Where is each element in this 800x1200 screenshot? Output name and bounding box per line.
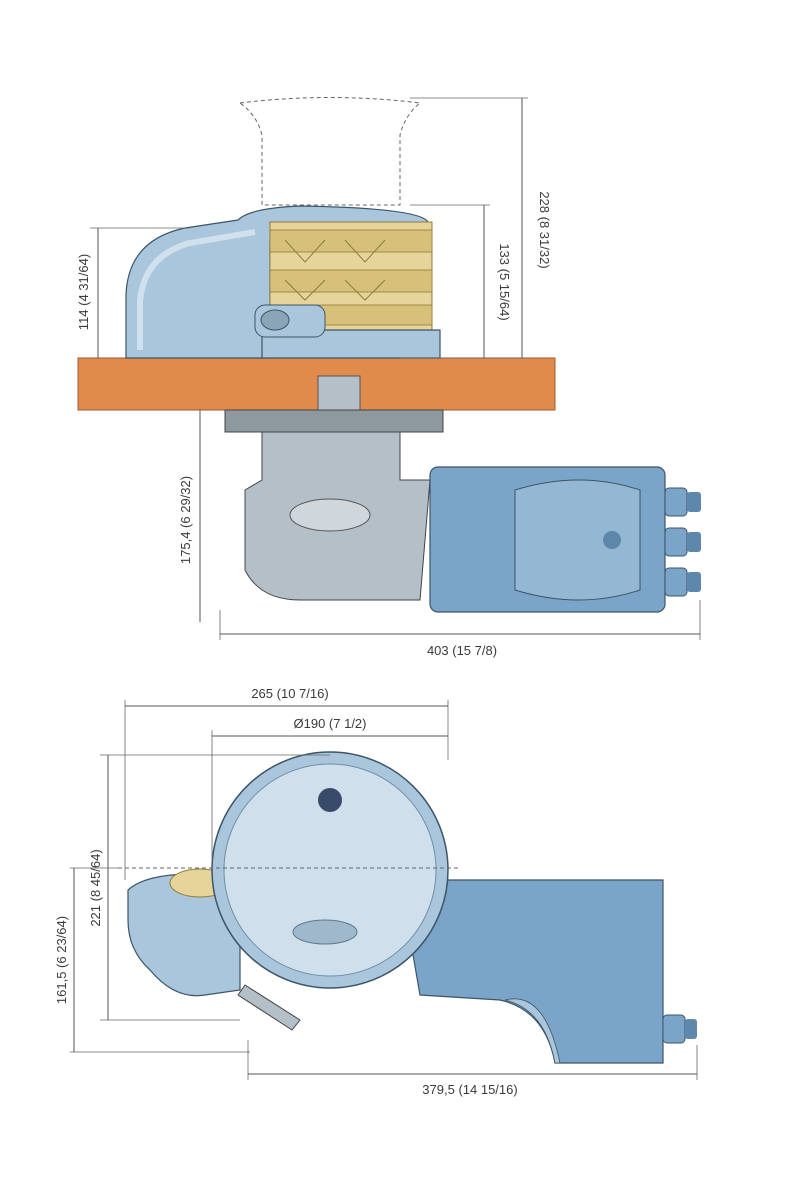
cable-glands [664,487,701,597]
dim-cover-height: 114 (4 31/64) [76,254,91,330]
clutch-lever [237,984,301,1031]
cable-gland-top [662,1014,686,1044]
dim-total-height: 228 (8 31/32) [537,191,552,268]
dim-top-width: 265 (10 7/16) [251,686,328,701]
chain-cover-highlight [137,229,256,350]
side-view: 228 (8 31/32) 133 (5 15/64) 114 (4 31/64… [76,97,701,658]
logo-badge [603,531,621,549]
dim-top-diameter: Ø190 (7 1/2) [294,716,367,731]
drum-logo [292,919,358,945]
under-deck-flange [224,409,444,433]
motor-top [399,879,664,1064]
chain-pipe [127,873,241,997]
motor [429,466,666,613]
top-view: 265 (10 7/16) Ø190 (7 1/2) 221 (8 45/64)… [54,686,698,1097]
dim-top-depth: 221 (8 45/64) [88,849,103,926]
dim-total-length: 403 (15 7/8) [427,643,497,658]
clutch-knob [254,304,326,338]
dim-below-deck: 175,4 (6 29/32) [178,476,193,564]
shaft [317,375,361,411]
deck-plate [77,357,556,411]
gearbox-plate [289,498,371,532]
dim-top-offset: 161,5 (6 23/64) [54,916,69,1004]
dim-gypsy-height: 133 (5 15/64) [497,243,512,320]
dim-top-total-length: 379,5 (14 15/16) [422,1082,517,1097]
bolt-icon [318,788,342,812]
capstan-outline [238,97,422,206]
